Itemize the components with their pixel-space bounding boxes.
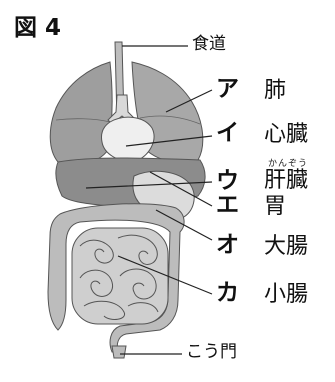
label-organ-liver: 肝臓 (264, 170, 308, 192)
label-esophagus: 食道 (192, 36, 226, 53)
label-organ-small-intestine: 小腸 (264, 284, 308, 306)
rectum-shape (112, 346, 126, 358)
label-key-a: ア (216, 78, 239, 101)
small-intestine-shape (72, 228, 168, 324)
label-key-u: ウ (216, 170, 239, 193)
label-organ-large-intestine: 大腸 (264, 236, 308, 258)
label-key-i: イ (216, 122, 239, 145)
label-organ-stomach: 胃 (264, 196, 286, 218)
label-organ-lung: 肺 (264, 80, 286, 102)
label-key-ka: カ (216, 282, 239, 305)
label-key-e: エ (216, 194, 239, 217)
label-anus: こう門 (186, 344, 237, 361)
lung-left-shape (50, 62, 112, 165)
label-organ-heart: 心臓 (264, 124, 308, 146)
heart-shape (101, 117, 154, 162)
label-key-o: オ (216, 234, 239, 257)
